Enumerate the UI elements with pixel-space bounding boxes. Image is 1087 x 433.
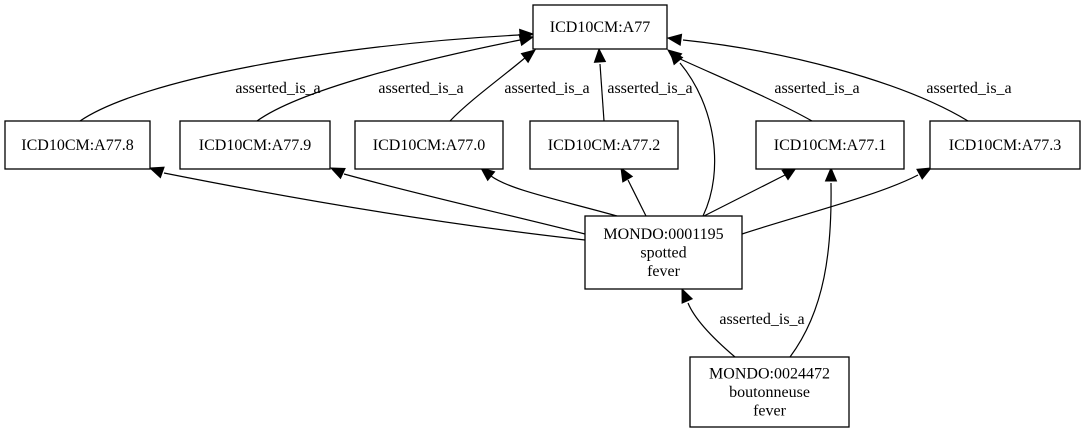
arrowhead [666,33,683,47]
edge-line [682,39,969,122]
edge-label: asserted_is_a [607,80,692,97]
edge-m1195-to-a779 [329,167,586,235]
arrowhead [669,50,684,66]
edge-line [679,62,716,217]
edge-line [256,39,521,122]
node-label: ICD10CM:A77.9 [199,137,311,154]
edge-line [490,175,618,217]
node-a772[interactable]: ICD10CM:A77.2 [529,120,679,170]
node-box [354,120,504,170]
edge-line [79,34,520,122]
edge-line [627,179,647,217]
node-label: ICD10CM:A77 [550,19,650,36]
edge-line [789,182,832,358]
node-box [929,120,1081,170]
edge-line [449,56,527,122]
edge-label: asserted_is_a [926,80,1011,97]
node-box [529,120,679,170]
edges-layer [79,28,969,358]
node-box [584,215,743,290]
edge-a772-to-a77 [593,47,607,122]
arrowhead [620,166,634,183]
node-label: ICD10CM:A77.3 [949,137,1061,154]
edge-m1195-to-a77 [669,50,716,217]
node-a771[interactable]: ICD10CM:A77.1 [755,120,905,170]
edge-a779-to-a77 [256,33,535,122]
arrowhead [520,49,537,64]
edge-m1195-to-a772 [620,166,647,217]
arrowhead [593,47,607,63]
node-label: fever [647,263,681,280]
node-label: spotted [640,245,686,262]
edge-line [703,174,786,217]
node-label: ICD10CM:A77.0 [373,137,485,154]
node-a770[interactable]: ICD10CM:A77.0 [354,120,504,170]
node-label: MONDO:0001195 [603,226,723,243]
edge-label: asserted_is_a [235,80,320,97]
node-box [532,4,668,50]
edge-m24472-to-a771 [789,166,838,358]
edge-m24472-to-m1195 [681,287,736,358]
edge-line [599,63,605,122]
node-box [755,120,905,170]
node-label: MONDO:0024472 [709,366,830,383]
edge-a773-to-a77 [666,33,969,122]
arrowhead [518,33,535,47]
node-label: ICD10CM:A77.8 [21,137,133,154]
edge-label: asserted_is_a [774,80,859,97]
edge-m1195-to-a770 [480,167,618,217]
edge-m1195-to-a778 [148,166,586,241]
edge-a770-to-a77 [449,49,537,122]
node-box [689,356,850,428]
arrowhead [824,166,838,182]
arrowhead [916,167,933,180]
node-a778[interactable]: ICD10CM:A77.8 [4,120,151,170]
arrowhead [148,166,165,179]
edge-m1195-to-a771 [703,167,798,217]
node-label: fever [753,403,787,420]
arrowhead [681,287,694,304]
node-a779[interactable]: ICD10CM:A77.9 [179,120,331,170]
arrowhead [781,167,798,181]
node-label: ICD10CM:A77.2 [548,137,660,154]
edge-line [677,57,813,122]
node-box [4,120,151,170]
arrowhead [480,167,496,182]
node-a773[interactable]: ICD10CM:A77.3 [929,120,1081,170]
node-a77[interactable]: ICD10CM:A77 [532,4,668,50]
edge-line [343,173,586,235]
edge-label: asserted_is_a [378,80,463,97]
edge-line [163,172,586,241]
edge-line [687,302,736,358]
node-label: ICD10CM:A77.1 [774,137,886,154]
node-label: boutonneuse [729,384,810,401]
edge-label: asserted_is_a [504,80,589,97]
edge-m1195-to-a773 [741,167,933,235]
arrowhead [329,167,346,180]
edge-line [741,174,919,235]
node-box [179,120,331,170]
edge-label: asserted_is_a [719,311,804,328]
